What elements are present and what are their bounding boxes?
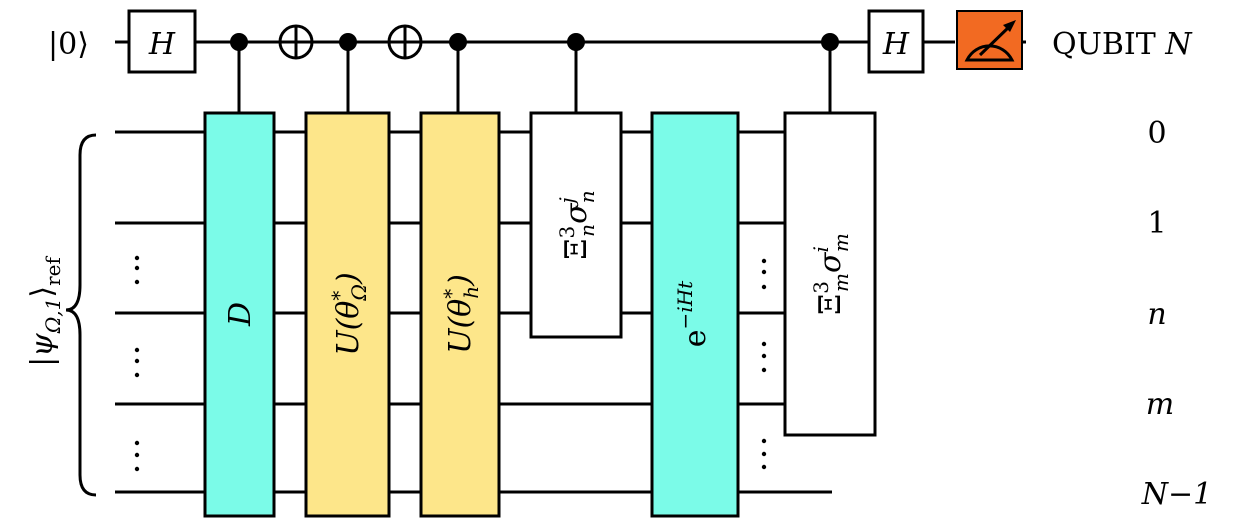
ancilla-label: QUBIT N [1052, 27, 1193, 62]
control-dot-icon [449, 33, 467, 51]
control-Xi-m [821, 33, 839, 113]
ellipsis-right-2 [761, 341, 767, 373]
qubit-label-0: 0 [1147, 116, 1166, 151]
xor-gate-1 [278, 24, 314, 60]
gate-U-h[interactable]: U(θ*h) [419, 111, 501, 518]
control-U-omega [339, 33, 357, 113]
xor-gate-2 [387, 24, 423, 60]
hadamard-gate-2-label: H [882, 27, 910, 62]
gate-D-label: D [223, 302, 258, 327]
qubit-label-N-1: N−1 [1141, 477, 1212, 512]
qubit-labels: 0 1 n m N−1 [1141, 116, 1212, 512]
qubit-label-1: 1 [1147, 206, 1166, 241]
control-U-h [449, 33, 467, 113]
ellipsis-right-3 [761, 438, 767, 470]
ancilla-wire-group: |0⟩ [48, 27, 1026, 62]
gate-D[interactable]: D [203, 111, 276, 518]
control-dot-icon [821, 33, 839, 51]
control-D [230, 33, 248, 113]
register-state-label: |ψΩ,1⟩ref [25, 255, 65, 366]
gate-time-evolution-label: e−iHt [673, 280, 713, 347]
control-dot-icon [339, 33, 357, 51]
control-dot-icon [567, 33, 585, 51]
ellipsis-left-1 [134, 255, 140, 285]
gate-U-omega[interactable]: U(θ*Ω) [304, 111, 391, 518]
hadamard-gate-2[interactable]: H [867, 9, 925, 74]
svg-text:|ψΩ,1⟩ref: |ψΩ,1⟩ref [25, 255, 65, 366]
register-brace [65, 133, 97, 497]
gate-Xi-n[interactable]: Ξ3nσjn [529, 111, 623, 339]
ellipsis-left-3 [134, 440, 140, 472]
gate-Xi-n-label: Ξ3nσjn [555, 190, 599, 259]
qubit-label-n: n [1147, 297, 1166, 332]
ancilla-input-state: |0⟩ [48, 27, 89, 62]
gate-U-omega-label: U(θ*Ω) [327, 272, 371, 355]
gate-Xi-m[interactable]: Ξ3mσim [783, 111, 877, 437]
ellipsis-left-2 [134, 347, 140, 378]
qubit-label-m: m [1146, 387, 1174, 422]
hadamard-gate-1-label: H [148, 27, 176, 62]
gate-Xi-m-label: Ξ3mσim [809, 233, 853, 315]
meter-icon [964, 20, 1016, 62]
gate-time-evolution[interactable]: e−iHt [650, 111, 740, 518]
ellipsis-right-1 [761, 258, 767, 290]
control-Xi-n [567, 33, 585, 113]
gate-U-h-label: U(θ*h) [439, 274, 483, 354]
hadamard-gate-1[interactable]: H [127, 9, 197, 74]
measurement-gate[interactable] [956, 10, 1023, 70]
control-dot-icon [230, 33, 248, 51]
